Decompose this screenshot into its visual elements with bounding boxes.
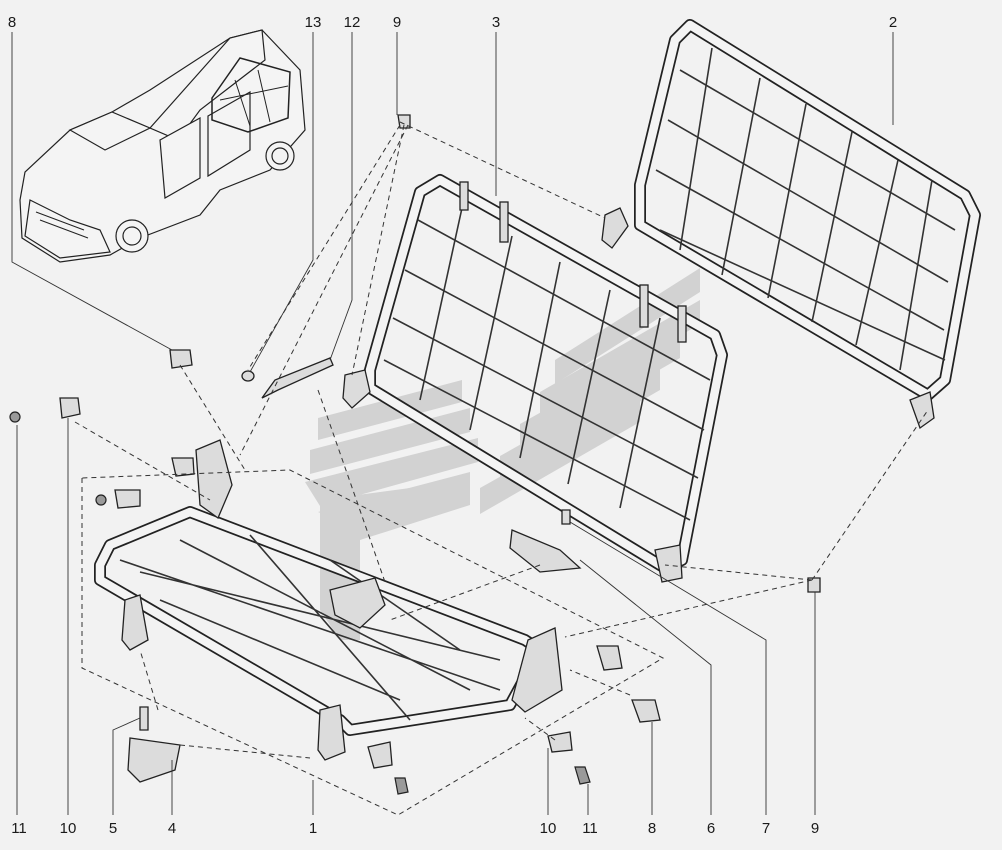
bolt-9-top [397,114,411,129]
screw-11-bottom [574,766,591,785]
callout-bottom-5: 5 [109,820,117,837]
callout-leaders [11,32,894,815]
bolt-7 [561,509,571,525]
clip-bottom-center [367,741,393,769]
bolt-9-right [807,577,821,593]
bracket-4 [127,737,181,783]
car-inset-illustration [19,29,306,263]
callout-bottom-9: 9 [811,820,819,837]
clip-10-bottom [547,731,573,753]
screw-bottom-center [394,777,409,795]
clip-left-mid [171,457,195,477]
clip-left-lower [114,489,141,509]
callout-top-2: 2 [889,14,897,31]
assembly-dashed-lines [74,121,929,816]
callout-bottom-1: 1 [309,820,317,837]
bracket-6 [509,529,582,573]
callout-bottom-10-right: 10 [540,820,557,837]
callout-top-3: 3 [492,14,500,31]
backrest-frame-2 [601,19,981,430]
screw-11-left [9,411,21,423]
washer-13 [241,370,255,382]
callout-top-13: 13 [305,14,322,31]
callout-top-9: 9 [393,14,401,31]
seat-cushion-frame-1 [94,439,563,761]
clip-8-bottom [631,699,661,723]
callout-bottom-11-right: 11 [582,820,598,837]
clip-right-upper [596,645,623,671]
screw-left-lower [95,494,107,506]
bolt-5 [139,706,149,731]
callout-bottom-4: 4 [168,820,176,837]
callout-bottom-7: 7 [762,820,770,837]
clip-10-left [59,397,81,419]
callout-bottom-6: 6 [707,820,715,837]
callout-top-8: 8 [8,14,16,31]
callout-bottom-10-left: 10 [60,820,77,837]
backrest-frame-3 [342,174,728,583]
pin-12 [261,357,334,399]
clip-8-top [169,349,193,369]
callout-bottom-11-left: 11 [11,820,27,837]
small-parts [9,114,821,795]
callout-bottom-8: 8 [648,820,656,837]
callout-top-12: 12 [344,14,361,31]
